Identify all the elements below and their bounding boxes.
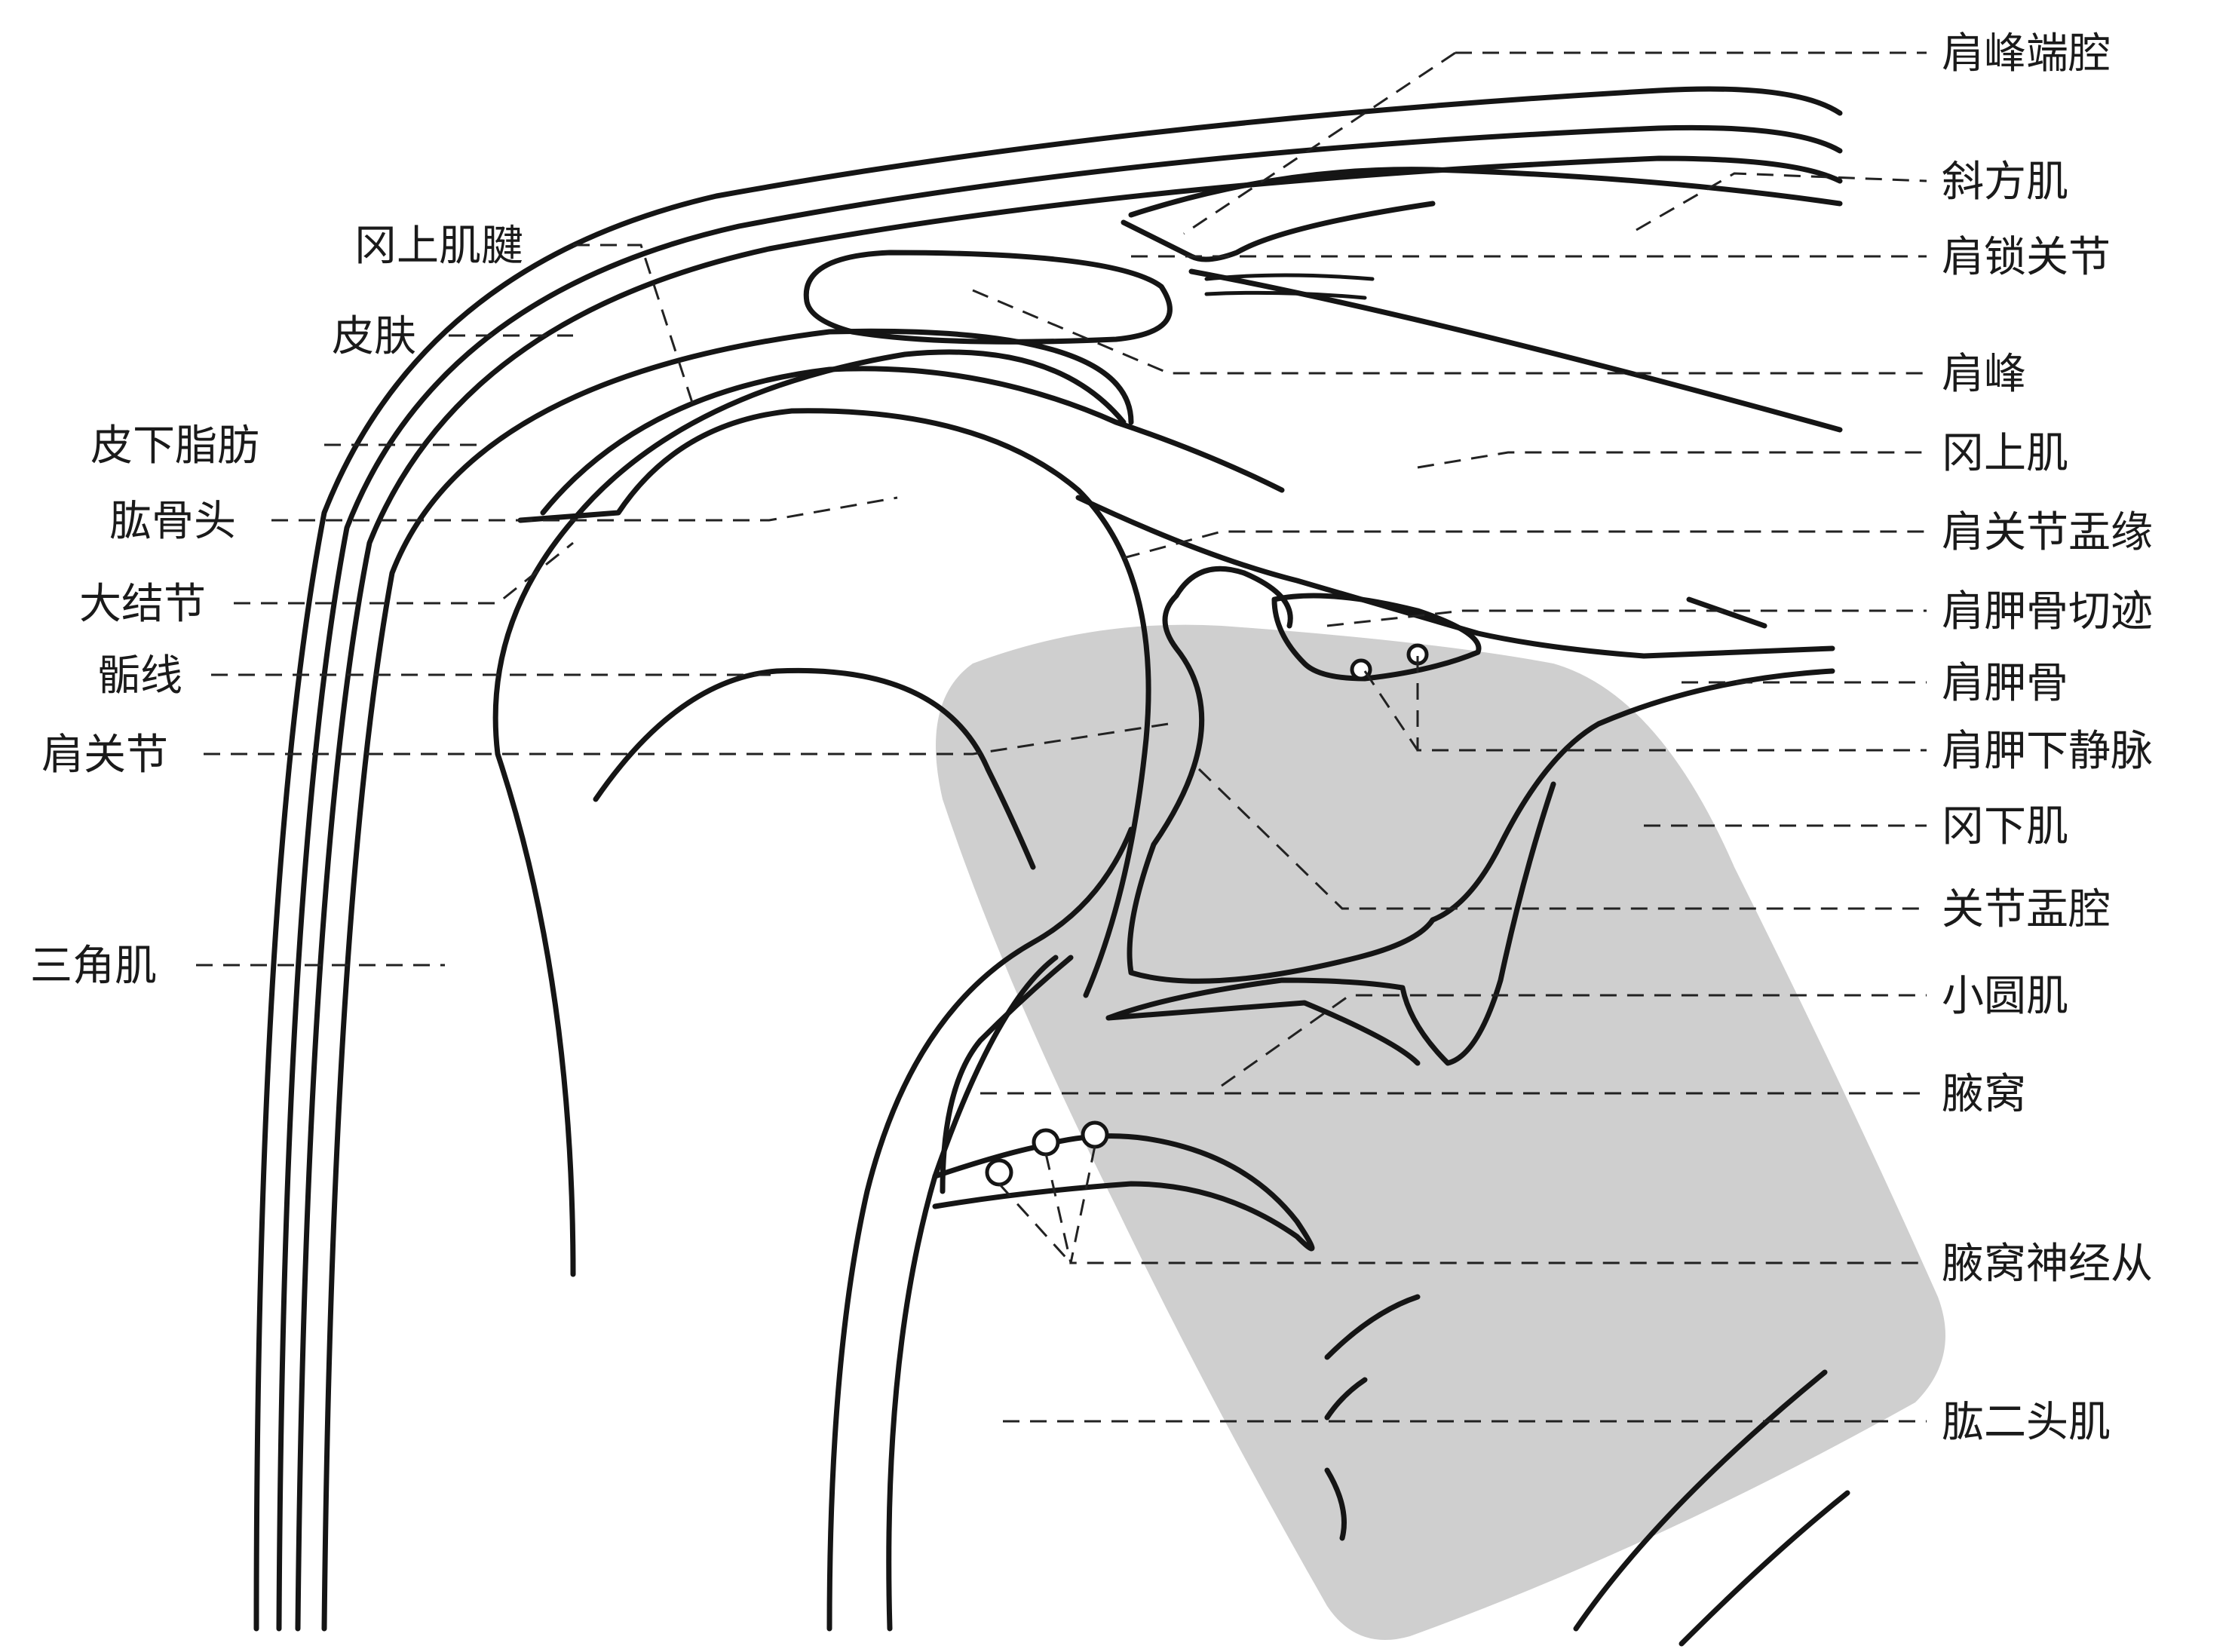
- acromion-lower-surface: [1191, 271, 1840, 430]
- trapezius-fiber: [1689, 599, 1764, 626]
- labels-right: 肩峰端腔 斜方肌 肩锁关节 肩峰 冈上肌 肩关节盂缘 肩胛骨切迹 肩胛骨 肩胛下…: [1942, 29, 2153, 1447]
- leader-acromion: [973, 290, 1927, 373]
- ac-joint-wedge: [1124, 204, 1433, 259]
- leader-supraspinatus-tendon: [573, 245, 694, 407]
- label-axilla: 腋窝: [1942, 1070, 2026, 1119]
- clavicle-upper: [1131, 170, 1840, 215]
- label-teres-minor: 小圆肌: [1942, 972, 2068, 1021]
- label-skin: 皮肤: [332, 312, 416, 361]
- label-glenoid-cavity: 关节盂腔: [1942, 885, 2111, 934]
- nerve-ring-3: [1083, 1123, 1107, 1147]
- label-greater-tubercle: 大结节: [79, 580, 206, 629]
- nerve-ring-2: [1034, 1130, 1058, 1154]
- leader-supraspinatus: [1418, 452, 1927, 467]
- label-acromion: 肩峰: [1942, 350, 2026, 399]
- humerus-shaft-right: [889, 958, 1056, 1629]
- acromion-oval: [806, 253, 1170, 342]
- label-glenoid-labrum: 肩关节盂缘: [1942, 508, 2153, 557]
- label-deltoid: 三角肌: [30, 942, 157, 991]
- label-humeral-head: 肱骨头: [109, 497, 236, 546]
- label-biceps: 肱二头肌: [1942, 1398, 2111, 1447]
- label-subcutaneous-fat: 皮下脂肪: [90, 421, 259, 470]
- label-shoulder-joint: 肩关节: [41, 731, 168, 780]
- label-infraspinatus: 冈下肌: [1942, 802, 2068, 851]
- ac-ligament-1: [1206, 275, 1372, 279]
- label-acromioclavicular-joint: 肩锁关节: [1942, 233, 2111, 282]
- label-epiphyseal-line: 骺线: [98, 651, 182, 700]
- label-supraspinatus-tendon: 冈上肌腱: [354, 222, 523, 271]
- ac-ligament-2: [1206, 293, 1365, 298]
- label-scapula: 肩胛骨: [1942, 659, 2068, 708]
- leader-glenoid-labrum: [1124, 532, 1927, 558]
- labels-left: 冈上肌腱 皮肤 皮下脂肪 肱骨头 大结节 骺线 肩关节 三角肌: [30, 222, 523, 991]
- label-acromion-end-cavity: 肩峰端腔: [1942, 29, 2111, 78]
- label-brachial-plexus: 腋窝神经从: [1942, 1240, 2153, 1289]
- deltoid-outline: [324, 331, 1131, 1629]
- label-supraspinatus: 冈上肌: [1942, 429, 2068, 478]
- label-subscapular-vein: 肩胛下静脉: [1942, 727, 2153, 776]
- leader-trapezius: [1636, 173, 1927, 230]
- nerve-ring-1: [987, 1160, 1011, 1185]
- biceps-arc-5: [1682, 1493, 1847, 1644]
- label-scapular-notch: 肩胛骨切迹: [1942, 587, 2153, 636]
- supraspinatus-tendon-line: [543, 369, 1282, 513]
- label-trapezius: 斜方肌: [1942, 158, 2068, 207]
